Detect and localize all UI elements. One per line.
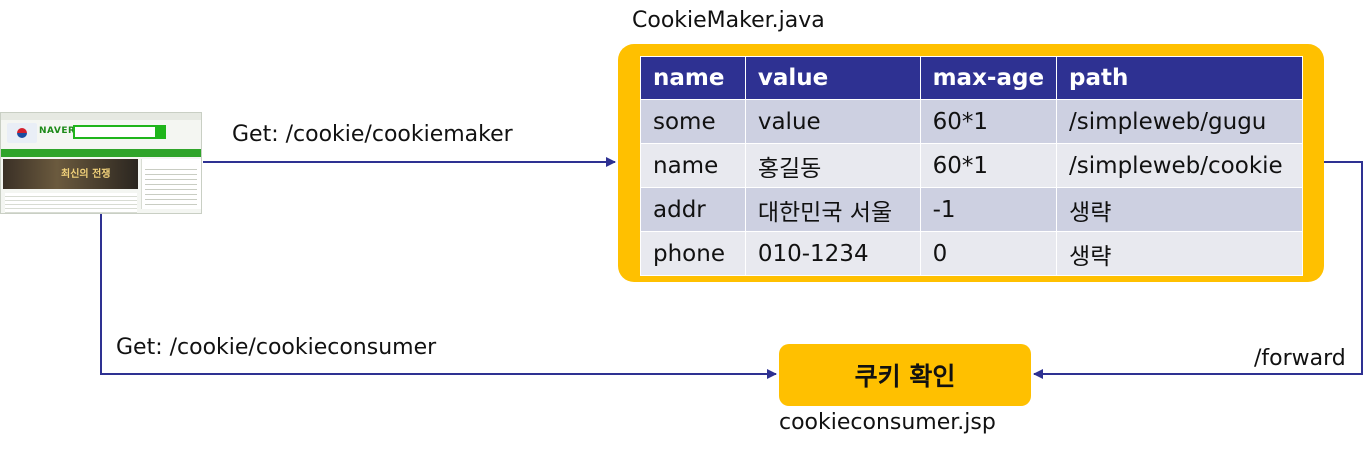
browser-topbar xyxy=(1,113,201,120)
column-header-max-age: max-age xyxy=(919,56,1058,100)
column-header-value: value xyxy=(744,56,921,100)
table-row: addr 대한민국 서울 -1 생략 xyxy=(640,187,1303,232)
cell-name: addr xyxy=(640,187,746,232)
cell-path: /simpleweb/cookie xyxy=(1056,143,1303,188)
cell-value: 홍길동 xyxy=(744,143,921,188)
nav-bar xyxy=(1,149,201,157)
table-row: name 홍길동 60*1 /simpleweb/cookie xyxy=(640,143,1303,188)
cell-max-age: -1 xyxy=(919,187,1058,232)
column-header-name: name xyxy=(640,56,746,100)
cell-value: 대한민국 서울 xyxy=(744,187,921,232)
cell-path: 생략 xyxy=(1056,231,1303,276)
cell-path: 생략 xyxy=(1056,187,1303,232)
table-row: some value 60*1 /simpleweb/gugu xyxy=(640,99,1303,144)
banner-text: 최신의 전쟁 xyxy=(61,169,111,180)
cookie-table: name value max-age path some value 60*1 … xyxy=(640,56,1303,276)
arrow-forward xyxy=(1033,161,1363,379)
cell-max-age: 0 xyxy=(919,231,1058,276)
cell-path: /simpleweb/gugu xyxy=(1056,99,1303,144)
cell-value: 010-1234 xyxy=(744,231,921,276)
cookie-confirm-box: 쿠키 확인 xyxy=(779,344,1031,406)
news-text-lines xyxy=(5,193,137,213)
search-button xyxy=(156,125,166,139)
flag-icon xyxy=(7,123,37,143)
table-row: phone 010-1234 0 생략 xyxy=(640,231,1303,276)
side-text-lines xyxy=(145,165,197,205)
cell-name: name xyxy=(640,143,746,188)
brand-logo: NAVER xyxy=(39,126,76,136)
cell-name: some xyxy=(640,99,746,144)
arrow-to-consumer xyxy=(100,214,777,379)
browser-screenshot-thumbnail: NAVER 최신의 전쟁 xyxy=(0,112,202,214)
cell-name: phone xyxy=(640,231,746,276)
banner-image xyxy=(3,159,138,189)
maker-request-label: Get: /cookie/cookiemaker xyxy=(232,122,513,147)
forward-label: /forward xyxy=(1254,346,1346,371)
cell-max-age: 60*1 xyxy=(919,99,1058,144)
table-header-row: name value max-age path xyxy=(640,56,1303,100)
cell-max-age: 60*1 xyxy=(919,143,1058,188)
column-header-path: path xyxy=(1056,56,1303,100)
consumer-request-label: Get: /cookie/cookieconsumer xyxy=(116,335,437,360)
cell-value: value xyxy=(744,99,921,144)
consumer-file-label: cookieconsumer.jsp xyxy=(779,410,996,435)
maker-file-label: CookieMaker.java xyxy=(632,8,825,33)
